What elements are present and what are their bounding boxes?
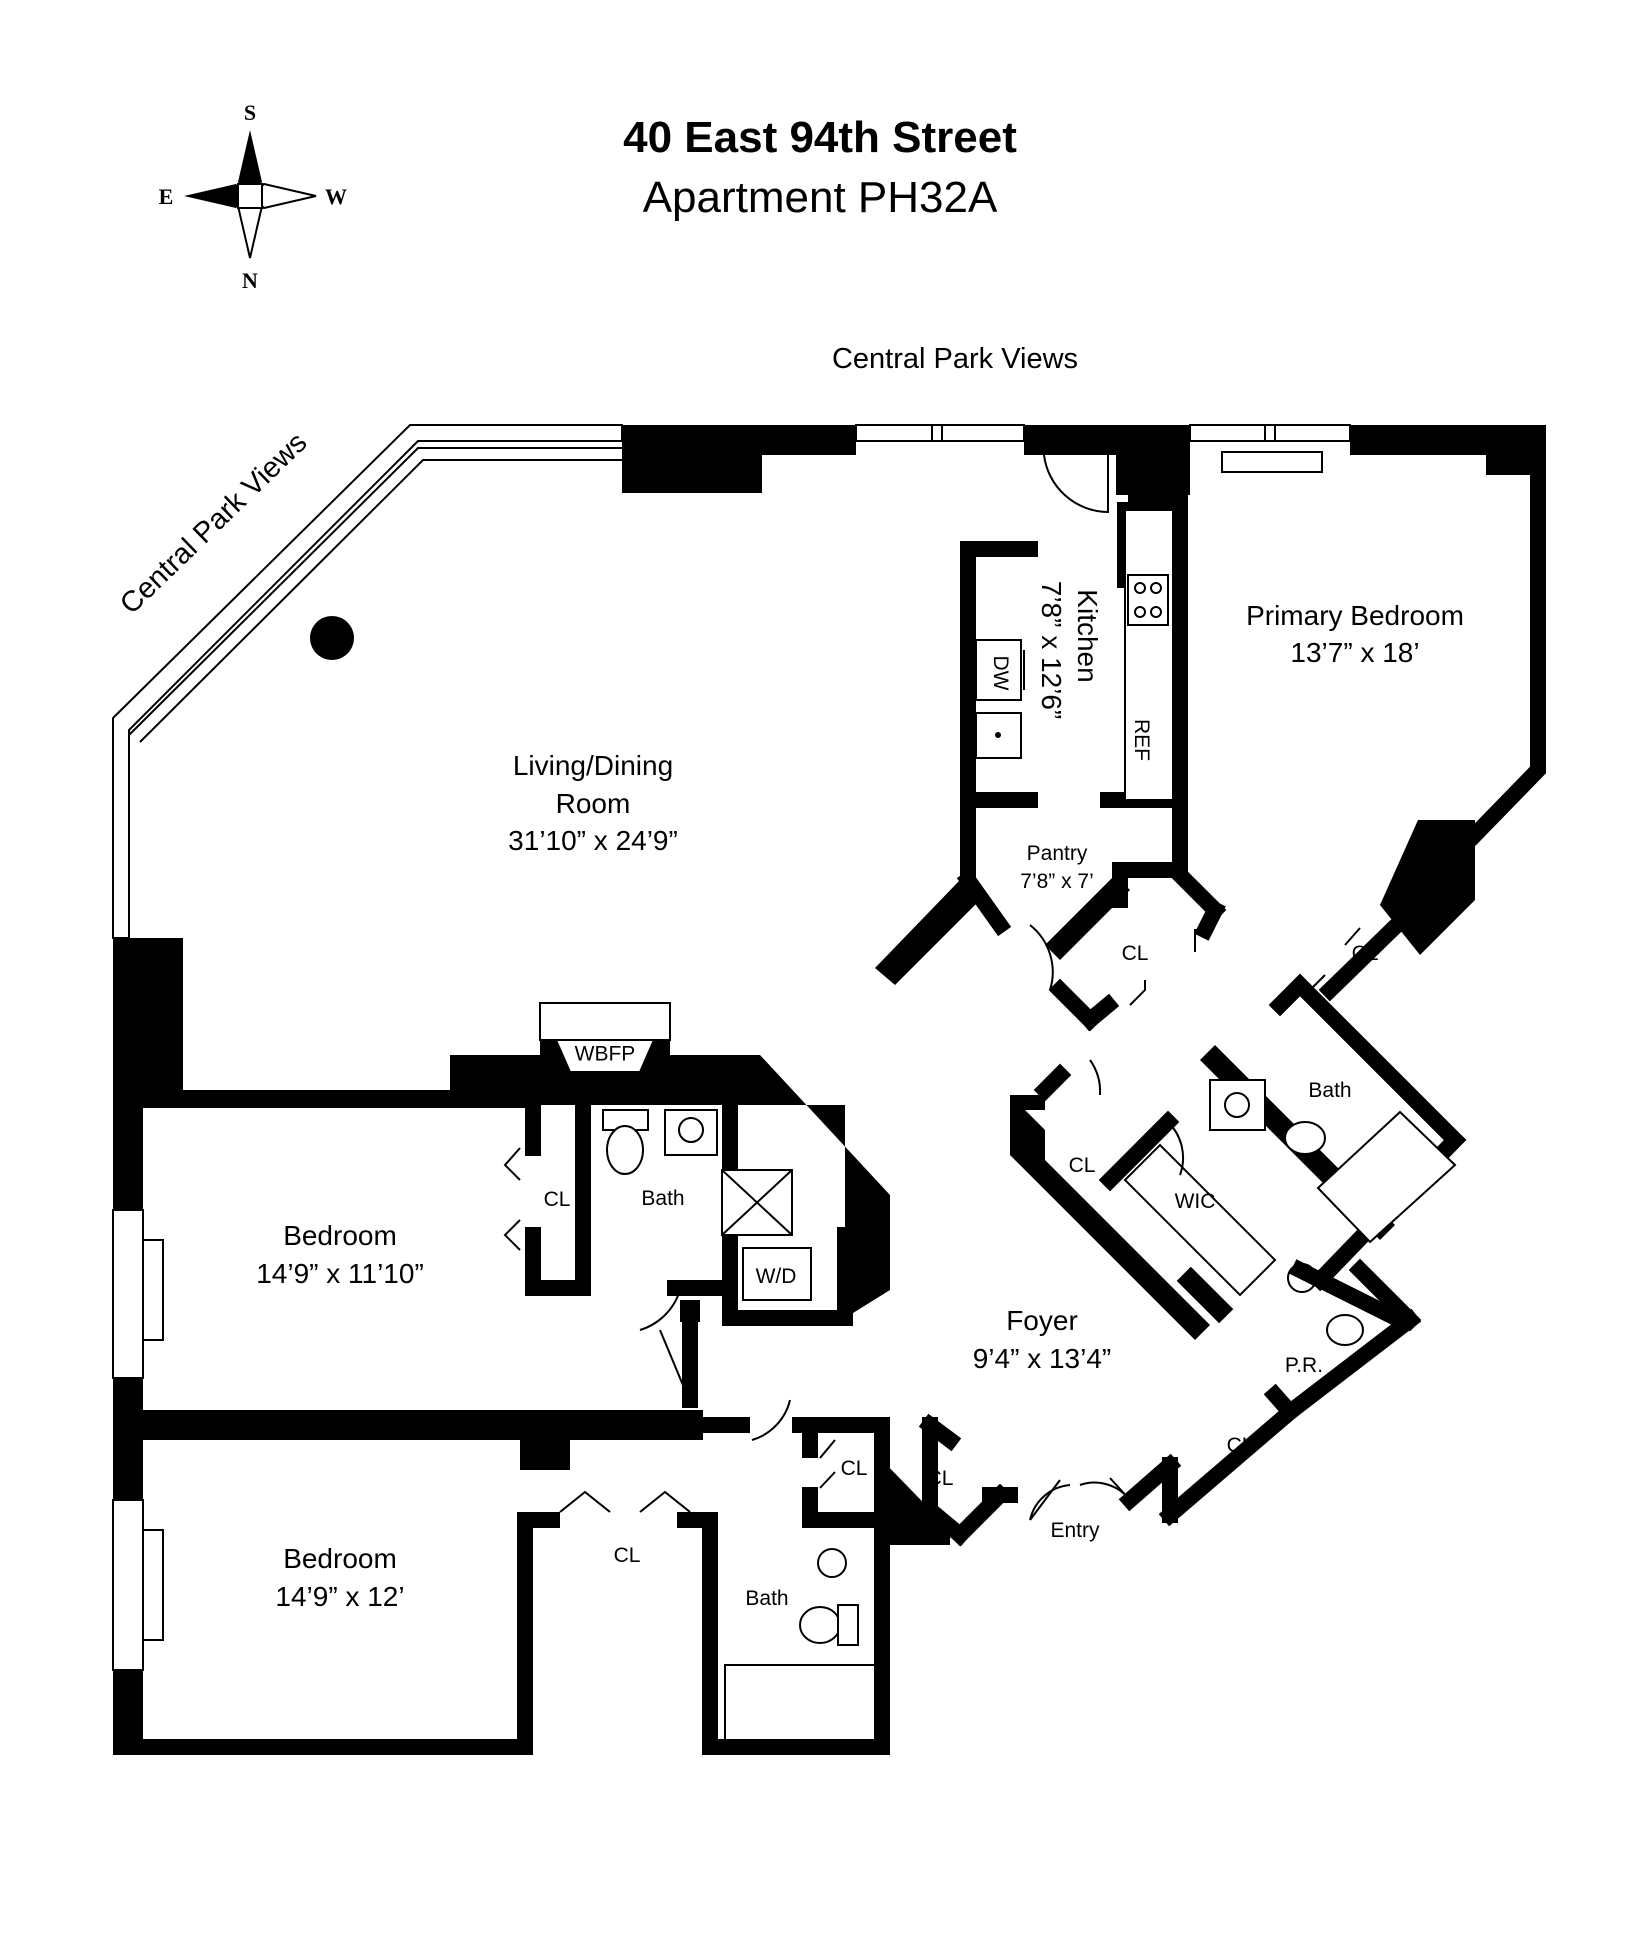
fixtures xyxy=(310,454,1457,1741)
closet-label-bedroom-1: CL xyxy=(544,1188,571,1211)
compass-north-label: N xyxy=(242,268,258,293)
bath-2-label: Bath xyxy=(745,1587,788,1610)
washer-dryer-label: W/D xyxy=(756,1265,797,1288)
dishwasher-label: DW xyxy=(989,656,1012,691)
refrigerator-label: REF xyxy=(1130,719,1153,761)
top-view-label: Central Park Views xyxy=(832,343,1078,375)
compass-rose-icon: S E W N xyxy=(159,100,347,293)
wbfp-label: WBFP xyxy=(575,1043,636,1066)
closet-label-pantry: CL xyxy=(1122,942,1149,965)
compass-west-label: W xyxy=(325,184,347,209)
primary-bath-label: Bath xyxy=(1308,1079,1351,1102)
bath-1-label: Bath xyxy=(641,1187,684,1210)
address-title: 40 East 94th Street xyxy=(623,113,1017,162)
pantry-name: Pantry xyxy=(1027,842,1088,865)
diagonal-view-label: Central Park Views xyxy=(114,427,313,621)
room-labels: Living/Dining Room 31’10” x 24’9” Kitche… xyxy=(256,581,1464,1612)
bedroom-1-name: Bedroom xyxy=(283,1220,397,1251)
column-icon xyxy=(310,616,354,660)
bedroom-2-dimensions: 14’9” x 12’ xyxy=(275,1581,404,1612)
closet-label-primary: CL xyxy=(1352,942,1379,965)
living-room-name-line2: Room xyxy=(556,788,631,819)
pantry-dimensions: 7’8” x 7’ xyxy=(1020,870,1094,893)
primary-bedroom-name: Primary Bedroom xyxy=(1246,600,1464,631)
closet-label-wic: CL xyxy=(1069,1154,1096,1177)
foyer-dimensions: 9’4” x 13’4” xyxy=(973,1343,1112,1374)
unit-subtitle: Apartment PH32A xyxy=(643,173,998,222)
kitchen-dimensions: 7’8” x 12’6” xyxy=(1036,581,1067,720)
living-room-name-line1: Living/Dining xyxy=(513,750,673,781)
powder-room-label: P.R. xyxy=(1285,1354,1323,1377)
living-room-dimensions: 31’10” x 24’9” xyxy=(508,825,678,856)
bedroom-2-name: Bedroom xyxy=(283,1543,397,1574)
closet-label-entry-right: CL xyxy=(1227,1434,1254,1457)
entry-label: Entry xyxy=(1050,1519,1100,1542)
foyer-name: Foyer xyxy=(1006,1305,1078,1336)
primary-bedroom-dimensions: 13’7” x 18’ xyxy=(1290,637,1419,668)
walk-in-closet-label: WIC xyxy=(1175,1190,1216,1213)
kitchen-name: Kitchen xyxy=(1072,589,1103,682)
closet-label-bedroom-2: CL xyxy=(614,1544,641,1567)
walls: WBFP xyxy=(113,425,1546,1755)
compass-east-label: E xyxy=(159,184,174,209)
closet-label-hall: CL xyxy=(841,1457,868,1480)
closet-label-entry-left: CL xyxy=(927,1467,954,1490)
bedroom-1-dimensions: 14’9” x 11’10” xyxy=(256,1258,424,1289)
compass-south-label: S xyxy=(244,100,256,125)
